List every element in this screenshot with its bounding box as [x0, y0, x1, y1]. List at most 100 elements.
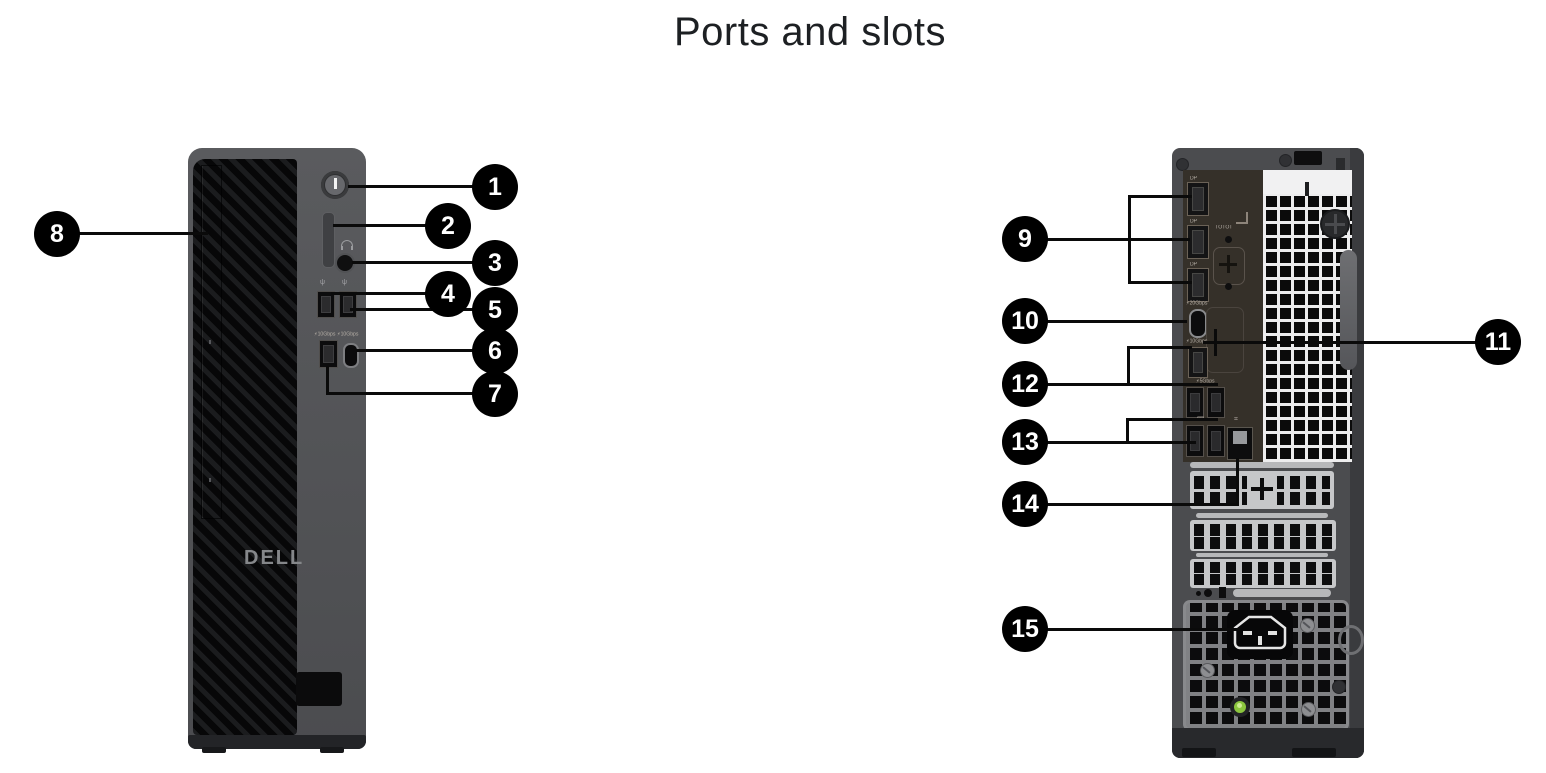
- usb-c-20gbps-port: [1189, 309, 1207, 338]
- rear-side-edge: [1350, 148, 1364, 758]
- foot: [202, 747, 226, 753]
- superspeed-icon: ⚡: [1186, 301, 1190, 307]
- ethernet-port: [1227, 427, 1253, 460]
- slot-bracket-bar: [1196, 553, 1328, 557]
- usb-a-10gbps-port: [319, 340, 338, 368]
- callout-line-12c: [1127, 346, 1192, 349]
- callout-6: 6: [472, 328, 518, 374]
- screw-hole: [1225, 236, 1232, 243]
- callout-line-2: [333, 224, 426, 227]
- usb-5gbps-port-2: [1207, 387, 1225, 418]
- displayport-2: [1187, 225, 1209, 259]
- screw-icon: [1332, 680, 1346, 694]
- callout-line-13a: [1046, 441, 1196, 444]
- callout-14: 14: [1002, 481, 1048, 527]
- sd-card-slot: [322, 212, 335, 268]
- page-title: Ports and slots: [673, 10, 947, 54]
- callout-line-13b: [1126, 418, 1129, 444]
- indicator-dot: [1196, 591, 1201, 596]
- plus-mark: [1226, 255, 1230, 273]
- callout-line-7a: [326, 366, 329, 395]
- callout-3: 3: [472, 240, 518, 286]
- callout-line-12a: [1046, 383, 1218, 386]
- rear-view: DP DP DP IOIOI ⚡20Gbps ⚡10Gbps ⚡5Gbps ⌨ …: [1172, 148, 1364, 758]
- displayport-3: [1187, 268, 1209, 302]
- callout-line-15: [1046, 628, 1240, 631]
- headset-jack: [337, 255, 353, 271]
- callout-line-9d: [1128, 281, 1192, 284]
- superspeed-icon: ⚡: [1186, 339, 1190, 345]
- usb-5gbps-port-1: [1186, 387, 1204, 418]
- callout-line-12b: [1127, 346, 1130, 386]
- displayport-icon: DP: [1190, 176, 1198, 182]
- callout-5: 5: [472, 287, 518, 333]
- usb-2-port-2: [1207, 425, 1225, 457]
- headset-icon: [341, 240, 353, 250]
- callout-7: 7: [472, 371, 518, 417]
- usb-c-10gbps-port: [343, 343, 359, 368]
- callout-11: 11: [1475, 319, 1521, 365]
- displayport-1: [1187, 182, 1209, 216]
- usb-a-speed-label: ⚡10Gbps: [314, 332, 336, 338]
- callout-line-4: [331, 292, 426, 295]
- callout-line-3: [352, 261, 473, 264]
- optional-port-plus-mark: [1214, 329, 1217, 356]
- callout-line-9a: [1046, 238, 1190, 241]
- callout-15: 15: [1002, 606, 1048, 652]
- eject-pinhole: [209, 478, 211, 482]
- screw-icon: [1200, 663, 1215, 678]
- callout-4: 4: [425, 271, 471, 317]
- callout-12: 12: [1002, 361, 1048, 407]
- callout-10: 10: [1002, 298, 1048, 344]
- usb-port-1: [317, 291, 335, 318]
- usb-a-speed-label: ⚡10Gbps: [1186, 339, 1208, 345]
- superspeed-icon: ⚡: [314, 332, 318, 338]
- c14-socket-icon: [1233, 615, 1287, 650]
- usb-10gbps-port: [1188, 347, 1208, 378]
- callout-9: 9: [1002, 216, 1048, 262]
- callout-line-14a: [1046, 503, 1239, 506]
- slot-vents: [1194, 524, 1332, 536]
- power-port: [1227, 610, 1293, 659]
- indicator-dot: [1204, 589, 1212, 597]
- latch-slot: [1336, 158, 1345, 176]
- callout-line-13c: [1126, 418, 1218, 421]
- serial-port-label: IOIOI: [1216, 225, 1233, 231]
- slot-vents: [1194, 574, 1332, 585]
- superspeed-icon: ⚡: [337, 332, 341, 338]
- power-button-icon: [333, 178, 337, 189]
- eject-pinhole: [209, 340, 211, 344]
- expansion-slot-2: [1190, 520, 1336, 551]
- vent-mark: [1305, 182, 1309, 196]
- latch-bar: [1233, 589, 1331, 597]
- callout-line-9b: [1128, 195, 1131, 284]
- callout-line-10: [1046, 320, 1187, 323]
- slot-bracket-bar: [1190, 462, 1334, 468]
- usb-c-speed-label: ⚡20Gbps: [1186, 301, 1208, 307]
- foot: [320, 747, 344, 753]
- expansion-slot-1: [1190, 471, 1334, 509]
- screw-icon: [1176, 158, 1189, 171]
- callout-8: 8: [34, 211, 80, 257]
- led-highlight: [1237, 703, 1242, 708]
- superspeed-icon: ⚡: [1196, 379, 1200, 385]
- thumbscrew-icon: [1320, 209, 1350, 239]
- callout-13: 13: [1002, 419, 1048, 465]
- security-slot: [1294, 151, 1322, 165]
- front-grille: [193, 159, 297, 735]
- callout-line-1: [348, 185, 473, 188]
- callout-1: 1: [472, 164, 518, 210]
- slot-vents: [1194, 562, 1332, 573]
- slot-vents: [1194, 537, 1332, 549]
- cable-ring: [1338, 625, 1364, 655]
- rear-handle: [1340, 250, 1357, 370]
- callout-line-7b: [326, 392, 473, 395]
- power-button: [321, 171, 349, 199]
- screw-icon: [1300, 618, 1315, 633]
- optical-drive: [201, 165, 222, 519]
- callout-line-6: [356, 349, 473, 352]
- dell-logo: DELL: [244, 547, 305, 569]
- plus-mark: [1260, 478, 1264, 500]
- foot: [1292, 748, 1336, 757]
